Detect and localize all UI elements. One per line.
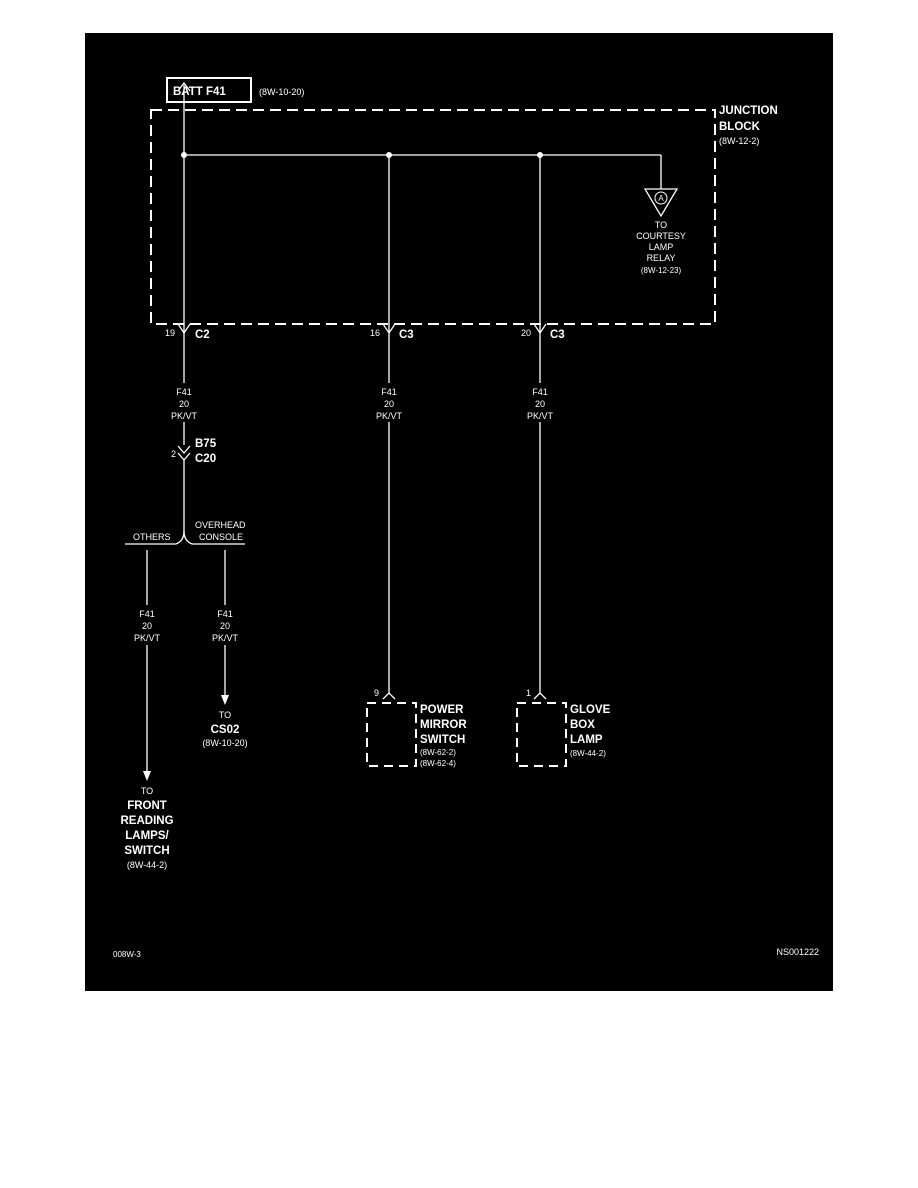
courtesy-line3: RELAY bbox=[647, 253, 676, 263]
courtesy-connector-letter: A bbox=[658, 194, 664, 203]
batt-box bbox=[166, 77, 252, 103]
branch-overhead-1: OVERHEAD bbox=[195, 520, 246, 530]
wire-left-color: PK/VT bbox=[171, 411, 198, 421]
batt-label: BATT F41 bbox=[173, 86, 226, 98]
c2-pin: 19 bbox=[165, 328, 175, 338]
wire-right-gauge: 20 bbox=[535, 399, 545, 409]
wire-right-circuit: F41 bbox=[532, 387, 548, 397]
footer-left-code: 008W-3 bbox=[113, 950, 141, 959]
batt-ref: (8W-10-20) bbox=[259, 87, 304, 97]
splice-mid bbox=[386, 152, 392, 158]
mirror-switch-ref2: (8W-62-4) bbox=[420, 759, 456, 768]
wire-others-gauge: 20 bbox=[142, 621, 152, 631]
mirror-switch-box bbox=[366, 702, 417, 767]
mirror-switch-line3: SWITCH bbox=[420, 734, 465, 746]
b75-pin: 2 bbox=[171, 449, 176, 459]
glove-box-pin: 1 bbox=[526, 688, 531, 698]
glove-box-line1: GLOVE bbox=[570, 704, 611, 716]
mirror-switch-ref1: (8W-62-2) bbox=[420, 748, 456, 757]
circuit-wires bbox=[125, 333, 547, 771]
glove-box-line2: BOX bbox=[570, 719, 595, 731]
wiring-diagram-svg: BATT F41 (8W-10-20) JUNCTION BLOCK (8W-1… bbox=[113, 77, 819, 959]
wire-overhead-color: PK/VT bbox=[212, 633, 239, 643]
wire-others-color: PK/VT bbox=[134, 633, 161, 643]
c3-mid-name: C3 bbox=[399, 329, 414, 341]
mirror-switch-line1: POWER bbox=[420, 704, 464, 716]
courtesy-to: TO bbox=[655, 220, 667, 230]
branch-overhead-2: CONSOLE bbox=[199, 532, 243, 542]
mirror-switch-pin: 9 bbox=[374, 688, 379, 698]
junction-block-title-2: BLOCK bbox=[719, 121, 761, 133]
wire-left-gauge: 20 bbox=[179, 399, 189, 409]
junction-block-outline bbox=[150, 109, 716, 325]
cs02-name: CS02 bbox=[211, 724, 240, 736]
wire-left-circuit: F41 bbox=[176, 387, 192, 397]
wire-right-color: PK/VT bbox=[527, 411, 554, 421]
splice-right bbox=[537, 152, 543, 158]
courtesy-line1: COURTESY bbox=[636, 231, 686, 241]
front-lamps-to: TO bbox=[141, 786, 153, 796]
c2-name: C2 bbox=[195, 329, 210, 341]
glove-box-box bbox=[516, 702, 567, 767]
front-lamps-line4: SWITCH bbox=[124, 845, 169, 857]
wire-mid-color: PK/VT bbox=[376, 411, 403, 421]
c3-right-name: C3 bbox=[550, 329, 565, 341]
wire-mid-circuit: F41 bbox=[381, 387, 397, 397]
junction-block-title-1: JUNCTION bbox=[719, 105, 778, 117]
glove-box-ref: (8W-44-2) bbox=[570, 749, 606, 758]
glove-box-line3: LAMP bbox=[570, 734, 603, 746]
c3-mid-pin: 16 bbox=[370, 328, 380, 338]
junction-block-ref: (8W-12-2) bbox=[719, 136, 759, 146]
courtesy-line2: LAMP bbox=[649, 242, 674, 252]
front-lamps-line1: FRONT bbox=[127, 800, 167, 812]
courtesy-triangle bbox=[643, 188, 679, 218]
splice-left bbox=[181, 152, 187, 158]
bus-wires bbox=[177, 81, 662, 333]
wire-mid-gauge: 20 bbox=[384, 399, 394, 409]
wiring-diagram: BATT F41 (8W-10-20) JUNCTION BLOCK (8W-1… bbox=[85, 33, 833, 991]
wire-overhead-circuit: F41 bbox=[217, 609, 233, 619]
b75-cavity: C20 bbox=[195, 453, 216, 465]
courtesy-connector-circle bbox=[654, 191, 668, 205]
wire-overhead-gauge: 20 bbox=[220, 621, 230, 631]
cs02-ref: (8W-10-20) bbox=[202, 738, 247, 748]
branch-others: OTHERS bbox=[133, 532, 171, 542]
c3-right-pin: 20 bbox=[521, 328, 531, 338]
wire-others-circuit: F41 bbox=[139, 609, 155, 619]
footer-right-code: NS001222 bbox=[776, 947, 819, 957]
b75-name: B75 bbox=[195, 438, 217, 450]
front-lamps-line3: LAMPS/ bbox=[125, 830, 169, 842]
arrow-cs02 bbox=[221, 695, 229, 705]
mirror-switch-line2: MIRROR bbox=[420, 719, 467, 731]
cs02-to: TO bbox=[219, 710, 231, 720]
connector-symbols bbox=[177, 323, 547, 335]
courtesy-ref: (8W-12-23) bbox=[641, 266, 682, 275]
front-lamps-line2: READING bbox=[120, 815, 173, 827]
front-lamps-ref: (8W-44-2) bbox=[127, 860, 167, 870]
arrow-front-lamps bbox=[143, 771, 151, 781]
